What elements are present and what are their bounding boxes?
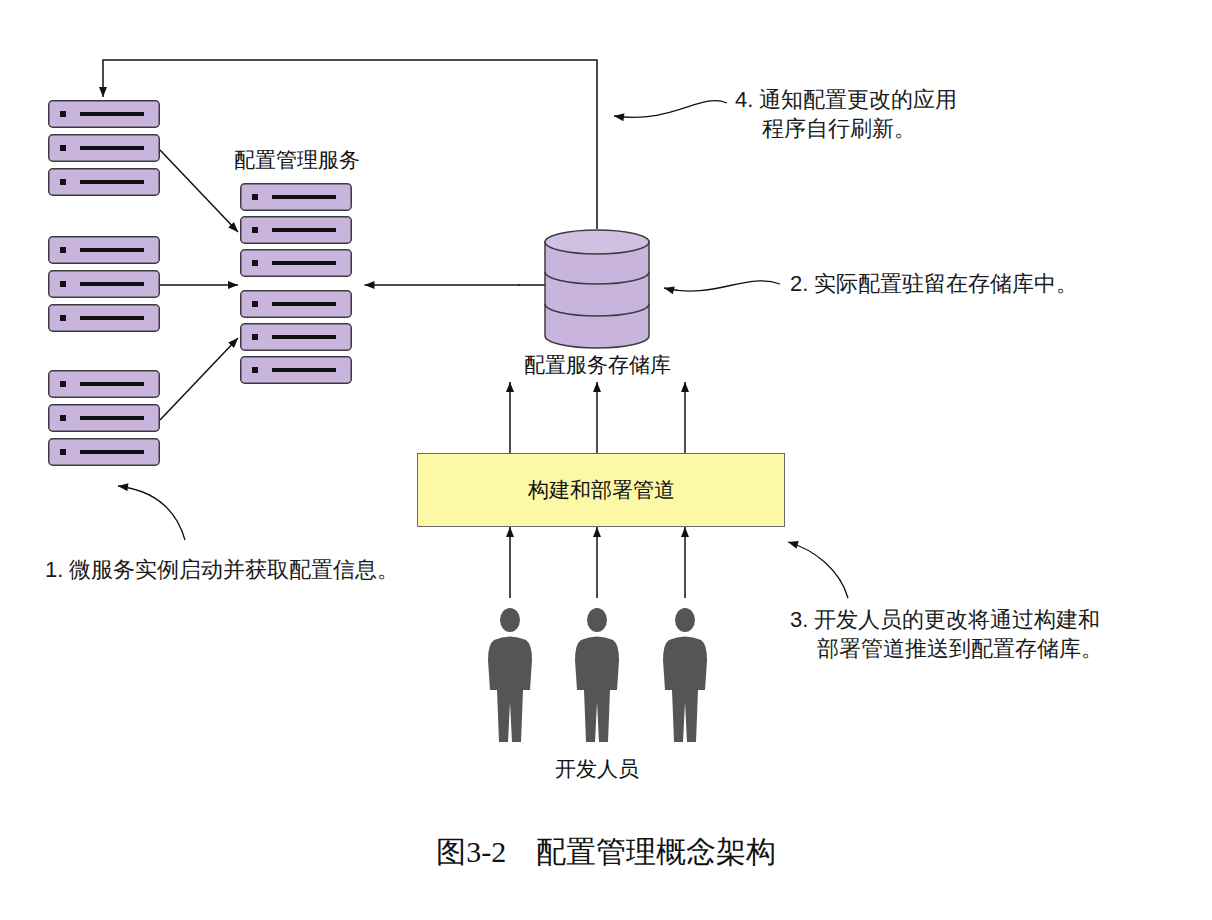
- server-unit: [49, 405, 160, 432]
- flow-arrow: [365, 284, 520, 286]
- annotation-holder: 2. 实际配置驻留在存储库中。: [790, 270, 1078, 299]
- pipeline-box: 构建和部署管道: [417, 453, 785, 527]
- fetch-arrow: [160, 338, 238, 420]
- server-unit: [49, 439, 160, 466]
- server-unit: [241, 324, 352, 351]
- server-unit: [241, 184, 352, 211]
- cylinder-band: [545, 272, 649, 284]
- person-body: [488, 637, 532, 743]
- figure-caption: 图3-2 配置管理概念架构: [436, 832, 776, 871]
- flow-arrow: [684, 527, 686, 598]
- person-body: [575, 637, 619, 743]
- node-label: 构建和部署管道: [528, 476, 675, 503]
- person-head: [675, 608, 695, 632]
- server-unit: [49, 305, 160, 332]
- person-figure: [575, 608, 619, 742]
- flow-arrow: [684, 382, 686, 453]
- annotation-text: 1. 微服务实例启动并获取配置信息。: [45, 556, 399, 585]
- leader-line: [664, 281, 780, 291]
- microservice-stacks: [49, 101, 160, 466]
- caption-holder: 图3-2 配置管理概念架构: [0, 832, 1212, 871]
- server-unit: [241, 357, 352, 384]
- service-node: 配置管理服务: [229, 144, 365, 386]
- person-body: [663, 637, 707, 743]
- flow-arrow: [509, 382, 511, 453]
- server-unit: [241, 291, 352, 318]
- leader-line: [788, 542, 848, 598]
- developer-figures: [488, 608, 707, 742]
- flow-arrow: [596, 382, 598, 453]
- server-unit: [241, 217, 352, 244]
- annotation-text: 4. 通知配置更改的应用 程序自行刷新。: [735, 86, 975, 143]
- instance-arrows: [103, 60, 597, 420]
- annotation-text: 2. 实际配置驻留在存储库中。: [790, 270, 1078, 299]
- cylinder-body: [545, 242, 649, 348]
- leader-line: [614, 101, 727, 118]
- flow-arrow: [509, 527, 511, 598]
- node-label: 配置服务存储库: [524, 351, 671, 378]
- annotation-holder: 1. 微服务实例启动并获取配置信息。: [45, 556, 399, 585]
- person-head: [500, 608, 520, 632]
- server-unit: [49, 271, 160, 298]
- annotation-holder: 4. 通知配置更改的应用 程序自行刷新。: [735, 86, 975, 143]
- refresh-arrow: [103, 60, 597, 229]
- fetch-arrow: [160, 284, 238, 286]
- node-label: 开发人员: [555, 755, 639, 782]
- server-unit: [241, 250, 352, 277]
- cylinder-band: [545, 304, 649, 316]
- leader-lines: [118, 101, 848, 598]
- person-figure: [488, 608, 532, 742]
- server-unit: [49, 237, 160, 264]
- fetch-arrow: [160, 150, 238, 232]
- server-unit: [49, 169, 160, 196]
- annotation-holder: 3. 开发人员的更改将通过构建和 部署管道推送到配置存储库。: [790, 606, 1118, 663]
- annotation-text: 3. 开发人员的更改将通过构建和 部署管道推送到配置存储库。: [790, 606, 1118, 663]
- cylinder-top: [545, 230, 649, 254]
- server-unit: [49, 101, 160, 128]
- config-service-servers: [241, 184, 352, 384]
- person-head: [587, 608, 607, 632]
- developer-group: 开发人员: [491, 598, 703, 786]
- repository-node: 配置服务存储库: [520, 226, 675, 382]
- server-unit: [49, 371, 160, 398]
- person-figure: [663, 608, 707, 742]
- leader-line: [118, 486, 185, 540]
- connector-stub: [518, 284, 546, 286]
- repository-cylinder: [545, 230, 649, 348]
- node-label: 配置管理服务: [234, 146, 360, 173]
- server-unit: [49, 135, 160, 162]
- flow-arrow: [596, 527, 598, 598]
